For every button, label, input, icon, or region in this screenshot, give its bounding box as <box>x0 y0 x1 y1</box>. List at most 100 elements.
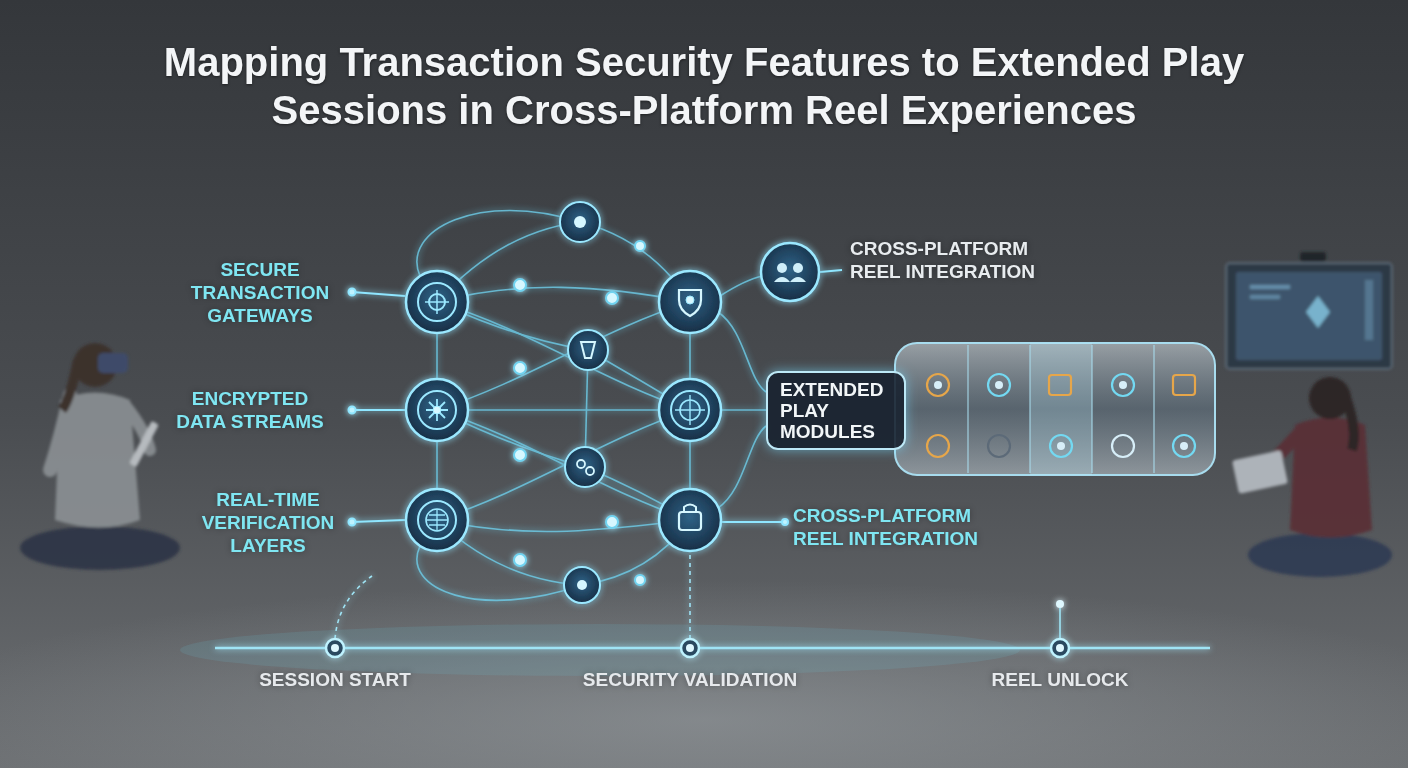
hub-icon <box>679 290 701 316</box>
module-box: EXTENDED PLAY MODULES <box>766 371 906 450</box>
reel-divider <box>1153 345 1155 473</box>
hub-icon <box>686 296 694 304</box>
network-dot <box>514 279 526 291</box>
vr-headset <box>98 353 128 373</box>
network-link <box>720 276 762 296</box>
screen-bar <box>1365 280 1373 340</box>
label-holder: ENCRYPTED DATA STREAMS <box>169 387 331 433</box>
people-icon <box>777 263 787 273</box>
milestone-dot <box>326 639 344 657</box>
person-legs <box>20 526 180 570</box>
hub-ring <box>406 271 468 333</box>
leader-dot <box>349 407 356 414</box>
network-link <box>437 520 690 532</box>
timeline-dot <box>1056 600 1064 608</box>
hub-circle <box>659 271 721 333</box>
timeline-label: REEL UNLOCK <box>910 668 1210 691</box>
hub-icon <box>581 342 595 358</box>
reel-dividers <box>968 345 1154 473</box>
hub-icon <box>679 512 701 530</box>
integration-label: CROSS-PLATFORM REEL INTEGRATION <box>850 237 1065 283</box>
person-right <box>1226 252 1392 577</box>
small-hub <box>568 330 608 370</box>
reel-symbol <box>1180 442 1188 450</box>
hub-icon <box>426 509 448 531</box>
label-holder: CROSS-PLATFORM REEL INTEGRATION <box>793 504 1008 550</box>
people-icon <box>793 263 803 273</box>
reel-symbol <box>1173 435 1195 457</box>
leader-dot <box>349 519 356 526</box>
hub-icon <box>577 460 585 468</box>
timeline-link <box>1059 608 1061 639</box>
leader-line <box>352 520 405 522</box>
reel-symbol <box>927 374 949 396</box>
hub-icon <box>577 580 587 590</box>
hub-ring <box>406 379 468 441</box>
hub-icon <box>426 509 448 531</box>
hub-icon <box>425 290 449 314</box>
network-dot <box>635 575 645 585</box>
network-dot <box>514 362 526 374</box>
hub-inner <box>418 501 456 539</box>
person-hair <box>62 360 78 410</box>
hub-ring <box>560 202 600 242</box>
timeline-label: SESSION START <box>185 668 485 691</box>
reel-divider <box>1029 345 1031 473</box>
hub-circle <box>761 243 819 301</box>
hub-ring <box>564 567 600 603</box>
reel-symbol-dots <box>934 381 1188 450</box>
reel-symbol <box>1112 435 1134 457</box>
leader-dot <box>782 519 788 525</box>
integration-label: CROSS-PLATFORM REEL INTEGRATION <box>793 504 1008 550</box>
screen-line <box>1250 285 1290 289</box>
hub-ring <box>568 330 608 370</box>
network-link <box>437 302 690 410</box>
timeline-link <box>689 553 691 639</box>
screen-line <box>1250 295 1280 299</box>
tablet <box>1232 450 1288 494</box>
reel-symbol <box>1050 435 1072 457</box>
person-legs <box>1248 533 1392 577</box>
camera <box>1300 252 1326 262</box>
hub-circle <box>659 379 721 441</box>
milestone-dot <box>1051 639 1069 657</box>
network-link <box>417 210 580 276</box>
wall-screen <box>1226 263 1392 369</box>
reel-symbol <box>1112 374 1134 396</box>
module-link <box>718 426 766 508</box>
leader-line <box>352 409 405 411</box>
network-link <box>437 410 690 520</box>
milestone-dot <box>1056 644 1064 652</box>
person-hair <box>1345 395 1354 450</box>
floor-reflection <box>180 624 1020 676</box>
small-hub <box>560 202 600 242</box>
hub-ring <box>659 379 721 441</box>
reel-body <box>895 343 1215 475</box>
reel-symbol <box>988 374 1010 396</box>
hub-inner <box>418 391 456 429</box>
hub-icon <box>586 467 594 475</box>
feature-label: REAL-TIME VERIFICATION LAYERS <box>183 488 353 557</box>
reel-symbol <box>934 381 942 389</box>
screen-icon <box>1306 296 1330 328</box>
hub-ring <box>406 489 468 551</box>
reel-symbols <box>927 374 1195 457</box>
hub-circle <box>406 489 468 551</box>
hub-inner <box>671 391 709 429</box>
milestone-dot <box>686 644 694 652</box>
hub-icon <box>675 395 705 425</box>
label-holder: REEL UNLOCK <box>910 668 1210 691</box>
network-dot <box>606 292 618 304</box>
label-holder: SESSION START <box>185 668 485 691</box>
reel-symbol <box>1173 375 1195 395</box>
diagram-title: Mapping Transaction Security Features to… <box>89 38 1319 134</box>
reel-symbol <box>988 435 1010 457</box>
network-dots <box>514 241 645 585</box>
reel-symbol <box>1057 442 1065 450</box>
reel-symbol <box>1049 375 1071 395</box>
hub-icon <box>574 216 586 228</box>
floor-glow <box>0 580 1408 768</box>
tablet <box>129 421 159 467</box>
hub-circle <box>406 271 468 333</box>
